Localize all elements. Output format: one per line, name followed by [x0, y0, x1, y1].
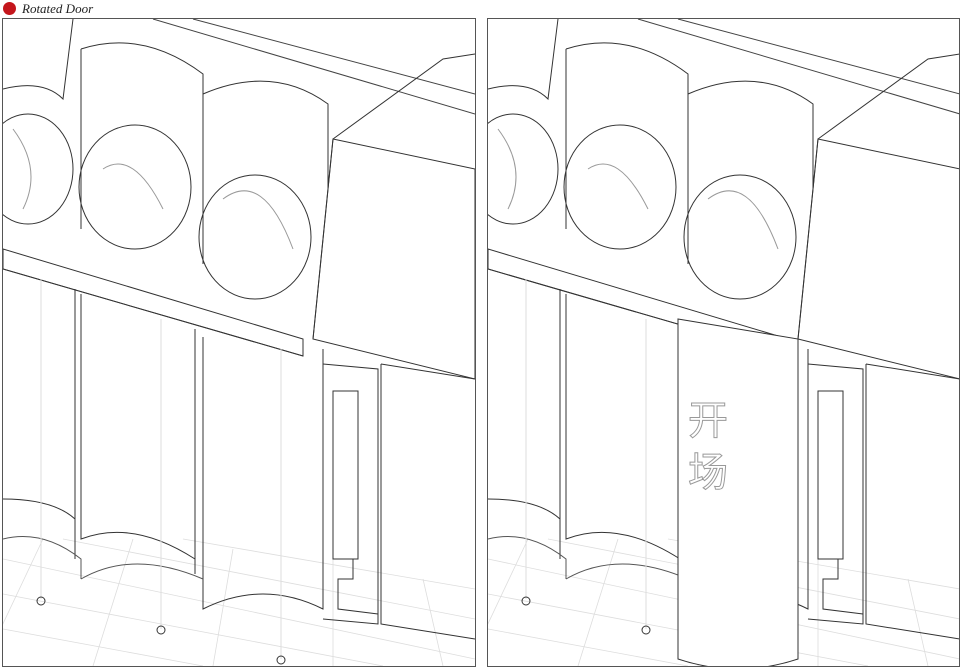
rotated-door-column	[677, 318, 799, 666]
legend: Rotated Door	[3, 0, 93, 17]
sign-char-2: 场	[688, 450, 729, 496]
sign-char-1: 开	[688, 398, 729, 444]
panel-open-doors	[2, 18, 476, 667]
axonometric-drawing-open	[3, 19, 475, 666]
legend-label: Rotated Door	[22, 0, 94, 16]
legend-marker	[3, 2, 16, 15]
door-sign: 开 场	[688, 398, 729, 496]
axonometric-drawing-rotated	[488, 19, 959, 666]
panel-rotated-door: 开 场	[487, 18, 960, 667]
